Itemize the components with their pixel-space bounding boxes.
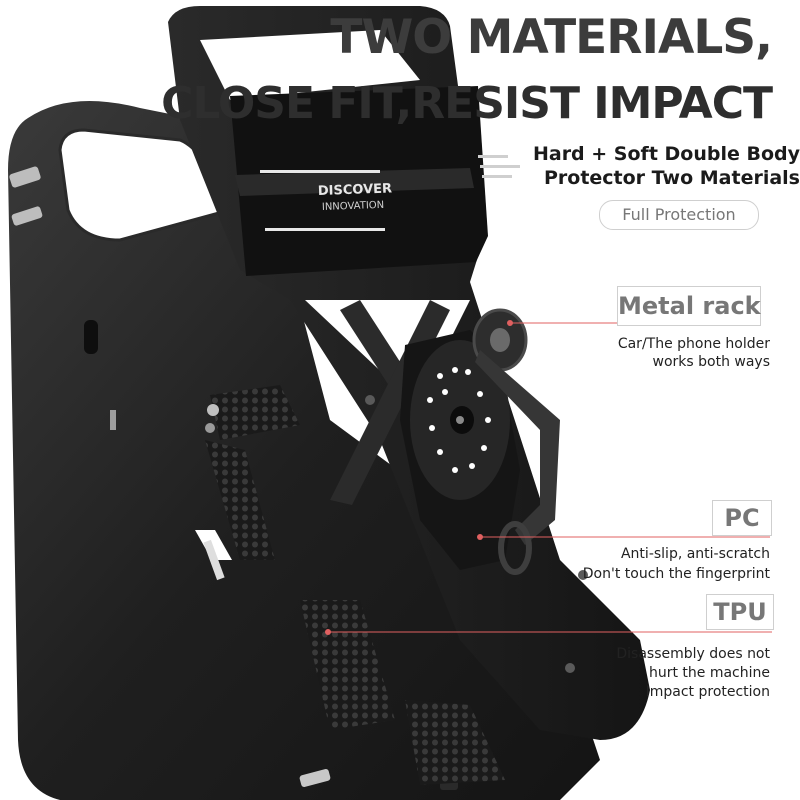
pc-desc-line-2: Don't touch the fingerprint [582,566,770,582]
pc-desc-line-1: Anti-slip, anti-scratch [620,546,770,562]
headline-line-1: TWO MATERIALS, [330,10,773,65]
slider-text-1: DISCOVER [318,181,393,199]
metal-rack-tag: Metal rack [617,286,761,326]
metal-rack-desc-line-2: works both ways [652,354,771,370]
tpu-tag: TPU [706,594,774,630]
subheadline-line-1: Hard + Soft Double Body [532,143,800,165]
tpu-desc-line-3: Impact protection [645,684,770,700]
grip-pads [205,385,505,785]
pc-tag: PC [712,500,772,536]
camera-slide-cover: DISCOVER INNOVATION [230,86,520,276]
metal-rack-desc-line-1: Car/The phone holder [617,336,770,352]
tpu-desc-line-1: Disassembly does not [616,646,770,662]
subheadline-line-2: Protector Two Materials [543,167,800,189]
full-protection-badge: Full Protection [599,200,759,230]
tpu-desc-line-2: hurt the machine [648,665,770,681]
headline-line-2: CLOSE FIT,RESIST IMPACT [161,78,773,129]
slider-text-2: INNOVATION [322,200,385,213]
ring-holder [400,308,560,575]
